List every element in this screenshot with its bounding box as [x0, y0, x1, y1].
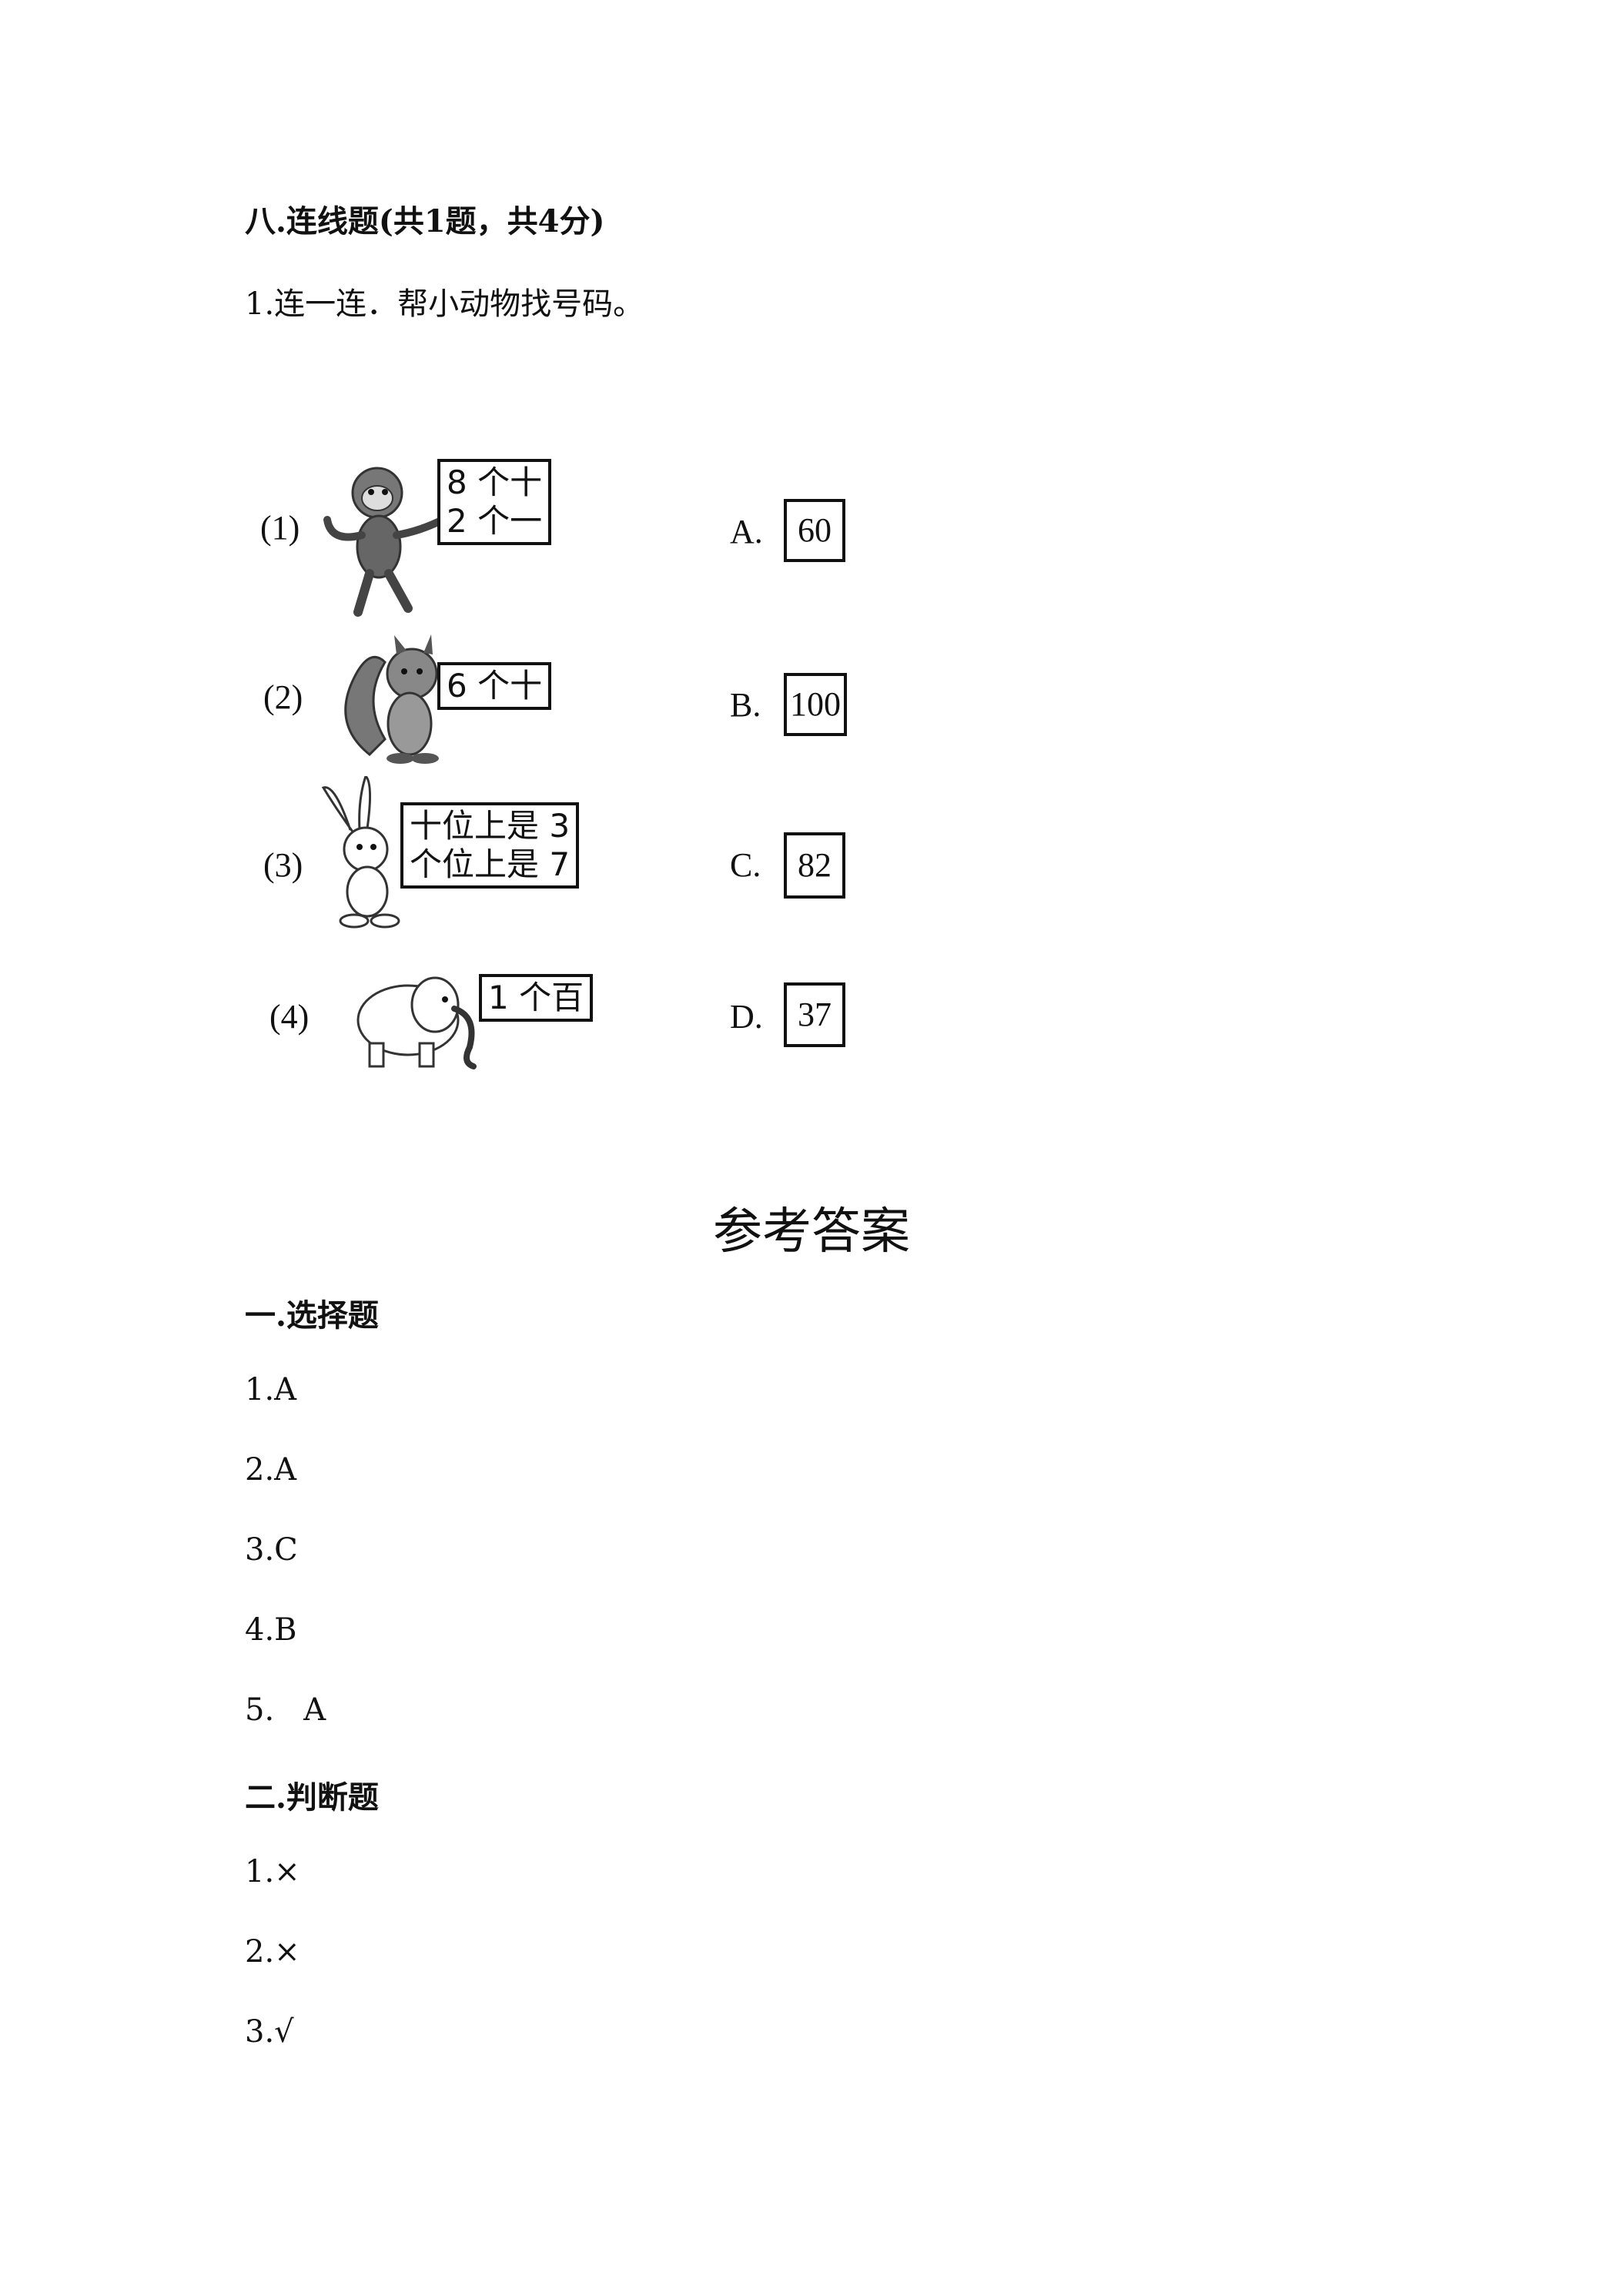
clue-line: 个位上是 7	[410, 845, 571, 883]
answers-section-title: 一.选择题	[245, 1297, 379, 1334]
monkey-icon	[323, 467, 447, 617]
clue-box: 6 个十	[437, 662, 552, 710]
answer-item: 2.A	[245, 1452, 297, 1488]
elephant-icon	[356, 976, 477, 1069]
option-label: B.	[730, 686, 761, 724]
clue-line: 8 个十	[447, 464, 543, 501]
clue-line: 6 个十	[447, 667, 543, 705]
option-box: 37	[784, 982, 845, 1047]
clue-line: 十位上是 3	[410, 807, 571, 845]
answer-item: 3.√	[245, 2014, 294, 2050]
clue-line: 1 个百	[488, 979, 584, 1016]
item-label: (3)	[263, 846, 303, 884]
option-label: A.	[730, 513, 763, 551]
option-box: 82	[784, 832, 845, 899]
option-box: 60	[784, 499, 845, 562]
rabbit-icon	[321, 776, 400, 929]
clue-box: 1 个百	[479, 974, 594, 1022]
item-label: (4)	[269, 998, 310, 1036]
answer-item: 4.B	[245, 1612, 297, 1648]
section-title: 八.连线题(共1题，共4分)	[245, 203, 605, 239]
answers-section-title: 二.判断题	[245, 1779, 379, 1816]
clue-line: 2 个一	[447, 502, 543, 540]
item-label: (2)	[263, 678, 303, 716]
option-label: C.	[730, 846, 761, 884]
answers-title: 参考答案	[713, 1203, 910, 1260]
item-label: (1)	[260, 509, 300, 547]
answer-item: 3.C	[245, 1532, 298, 1568]
answer-item: 1.A	[245, 1372, 297, 1407]
answer-item: 1.×	[245, 1854, 300, 1889]
option-box: 100	[784, 673, 847, 736]
clue-box: 十位上是 3 个位上是 7	[400, 802, 580, 889]
squirrel-icon	[344, 634, 439, 764]
answer-item: 5. A	[245, 1692, 326, 1728]
option-label: D.	[730, 998, 763, 1036]
answer-item: 2.×	[245, 1934, 300, 1970]
question-text: 1.连一连．帮小动物找号码。	[245, 286, 644, 322]
clue-box: 8 个十 2 个一	[437, 459, 552, 545]
